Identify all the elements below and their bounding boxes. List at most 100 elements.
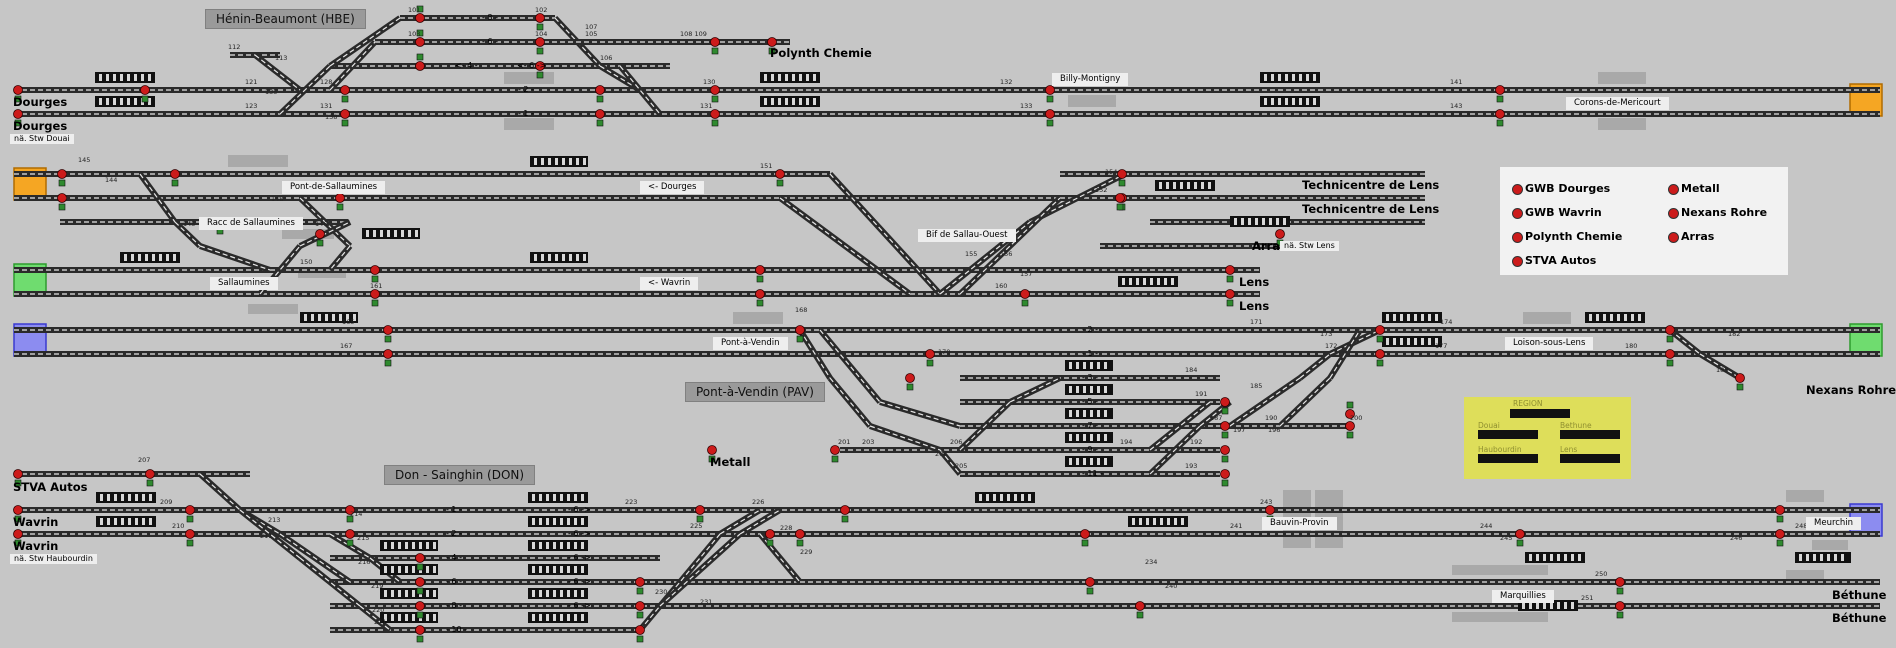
signal-icon[interactable] [415,601,425,611]
train-describer-slot[interactable] [1065,360,1113,371]
train-describer-slot[interactable] [1230,216,1290,227]
region-train-slot[interactable] [1478,430,1538,439]
signal-icon[interactable] [345,529,355,539]
signal-icon[interactable] [1020,289,1030,299]
dest-bethune-2[interactable]: Béthune [1832,611,1887,625]
dest-arras[interactable]: Arras [1252,239,1287,253]
dest-dourges-1[interactable]: Dourges [13,95,68,109]
dest-nexans-rohre[interactable]: Nexans Rohre [1806,383,1896,397]
signal-icon[interactable] [707,445,717,455]
signal-icon[interactable] [695,505,705,515]
signal-icon[interactable] [535,13,545,23]
dest-wavrin-2[interactable]: Wavrin [13,539,59,553]
signal-icon[interactable] [1220,421,1230,431]
train-describer-slot[interactable] [1260,72,1320,83]
train-describer-slot[interactable] [760,72,820,83]
region-train-slot[interactable] [1510,409,1570,418]
train-describer-slot[interactable] [528,540,588,551]
train-describer-slot[interactable] [530,156,588,167]
signal-icon[interactable] [767,37,777,47]
train-describer-slot[interactable] [300,312,358,323]
signal-icon[interactable] [635,625,645,635]
signal-icon[interactable] [1735,373,1745,383]
dest-wavrin-1[interactable]: Wavrin [13,515,59,529]
signal-icon[interactable] [635,577,645,587]
signal-icon[interactable] [710,109,720,119]
signal-icon[interactable] [1220,397,1230,407]
train-describer-slot[interactable] [528,516,588,527]
signal-icon[interactable] [13,529,23,539]
train-describer-slot[interactable] [1518,600,1578,611]
signal-icon[interactable] [1495,109,1505,119]
signal-icon[interactable] [1045,85,1055,95]
signal-icon[interactable] [1135,601,1145,611]
signal-icon[interactable] [340,109,350,119]
signal-icon[interactable] [1615,601,1625,611]
signal-icon[interactable] [1665,325,1675,335]
signal-icon[interactable] [925,349,935,359]
train-describer-slot[interactable] [1065,432,1113,443]
signal-icon[interactable] [1265,505,1275,515]
signal-icon[interactable] [415,625,425,635]
signal-icon[interactable] [765,529,775,539]
signal-icon[interactable] [185,505,195,515]
dest-technicentre-1[interactable]: Technicentre de Lens [1302,178,1440,192]
train-describer-slot[interactable] [1118,276,1178,287]
signal-icon[interactable] [775,169,785,179]
signal-icon[interactable] [905,373,915,383]
signal-icon[interactable] [1495,85,1505,95]
train-describer-slot[interactable] [380,540,438,551]
dest-lens-1[interactable]: Lens [1239,275,1270,289]
train-describer-slot[interactable] [380,564,438,575]
signal-icon[interactable] [140,85,150,95]
train-describer-slot[interactable] [1585,312,1645,323]
signal-icon[interactable] [1225,289,1235,299]
signal-icon[interactable] [383,325,393,335]
signal-icon[interactable] [415,13,425,23]
region-train-slot[interactable] [1478,454,1538,463]
region-train-slot[interactable] [1560,430,1620,439]
signal-icon[interactable] [340,85,350,95]
signal-icon[interactable] [1775,529,1785,539]
train-describer-slot[interactable] [362,228,420,239]
dest-dourges-2[interactable]: Dourges [13,119,68,133]
signal-icon[interactable] [315,229,325,239]
train-describer-slot[interactable] [95,96,155,107]
signal-icon[interactable] [635,601,645,611]
train-describer-slot[interactable] [1525,552,1585,563]
signal-icon[interactable] [370,289,380,299]
signal-icon[interactable] [1225,265,1235,275]
signal-icon[interactable] [185,529,195,539]
train-describer-slot[interactable] [96,492,156,503]
train-describer-slot[interactable] [528,564,588,575]
signal-icon[interactable] [57,169,67,179]
signal-icon[interactable] [1775,505,1785,515]
signal-icon[interactable] [535,61,545,71]
signal-icon[interactable] [145,469,155,479]
signal-icon[interactable] [1375,325,1385,335]
train-describer-slot[interactable] [1065,456,1113,467]
signal-icon[interactable] [595,85,605,95]
dest-lens-2[interactable]: Lens [1239,299,1270,313]
signal-icon[interactable] [1375,349,1385,359]
signal-icon[interactable] [13,109,23,119]
signal-icon[interactable] [13,85,23,95]
signal-icon[interactable] [710,85,720,95]
train-describer-slot[interactable] [528,588,588,599]
signal-icon[interactable] [1045,109,1055,119]
signal-icon[interactable] [840,505,850,515]
train-describer-slot[interactable] [1382,312,1442,323]
signal-icon[interactable] [1615,577,1625,587]
signal-icon[interactable] [345,505,355,515]
signal-icon[interactable] [57,193,67,203]
train-describer-slot[interactable] [530,252,588,263]
signal-icon[interactable] [1275,229,1285,239]
signal-icon[interactable] [535,37,545,47]
signal-icon[interactable] [795,529,805,539]
signal-icon[interactable] [710,37,720,47]
signal-icon[interactable] [415,61,425,71]
train-describer-slot[interactable] [975,492,1035,503]
signal-icon[interactable] [595,109,605,119]
signal-icon[interactable] [370,265,380,275]
signal-icon[interactable] [415,577,425,587]
